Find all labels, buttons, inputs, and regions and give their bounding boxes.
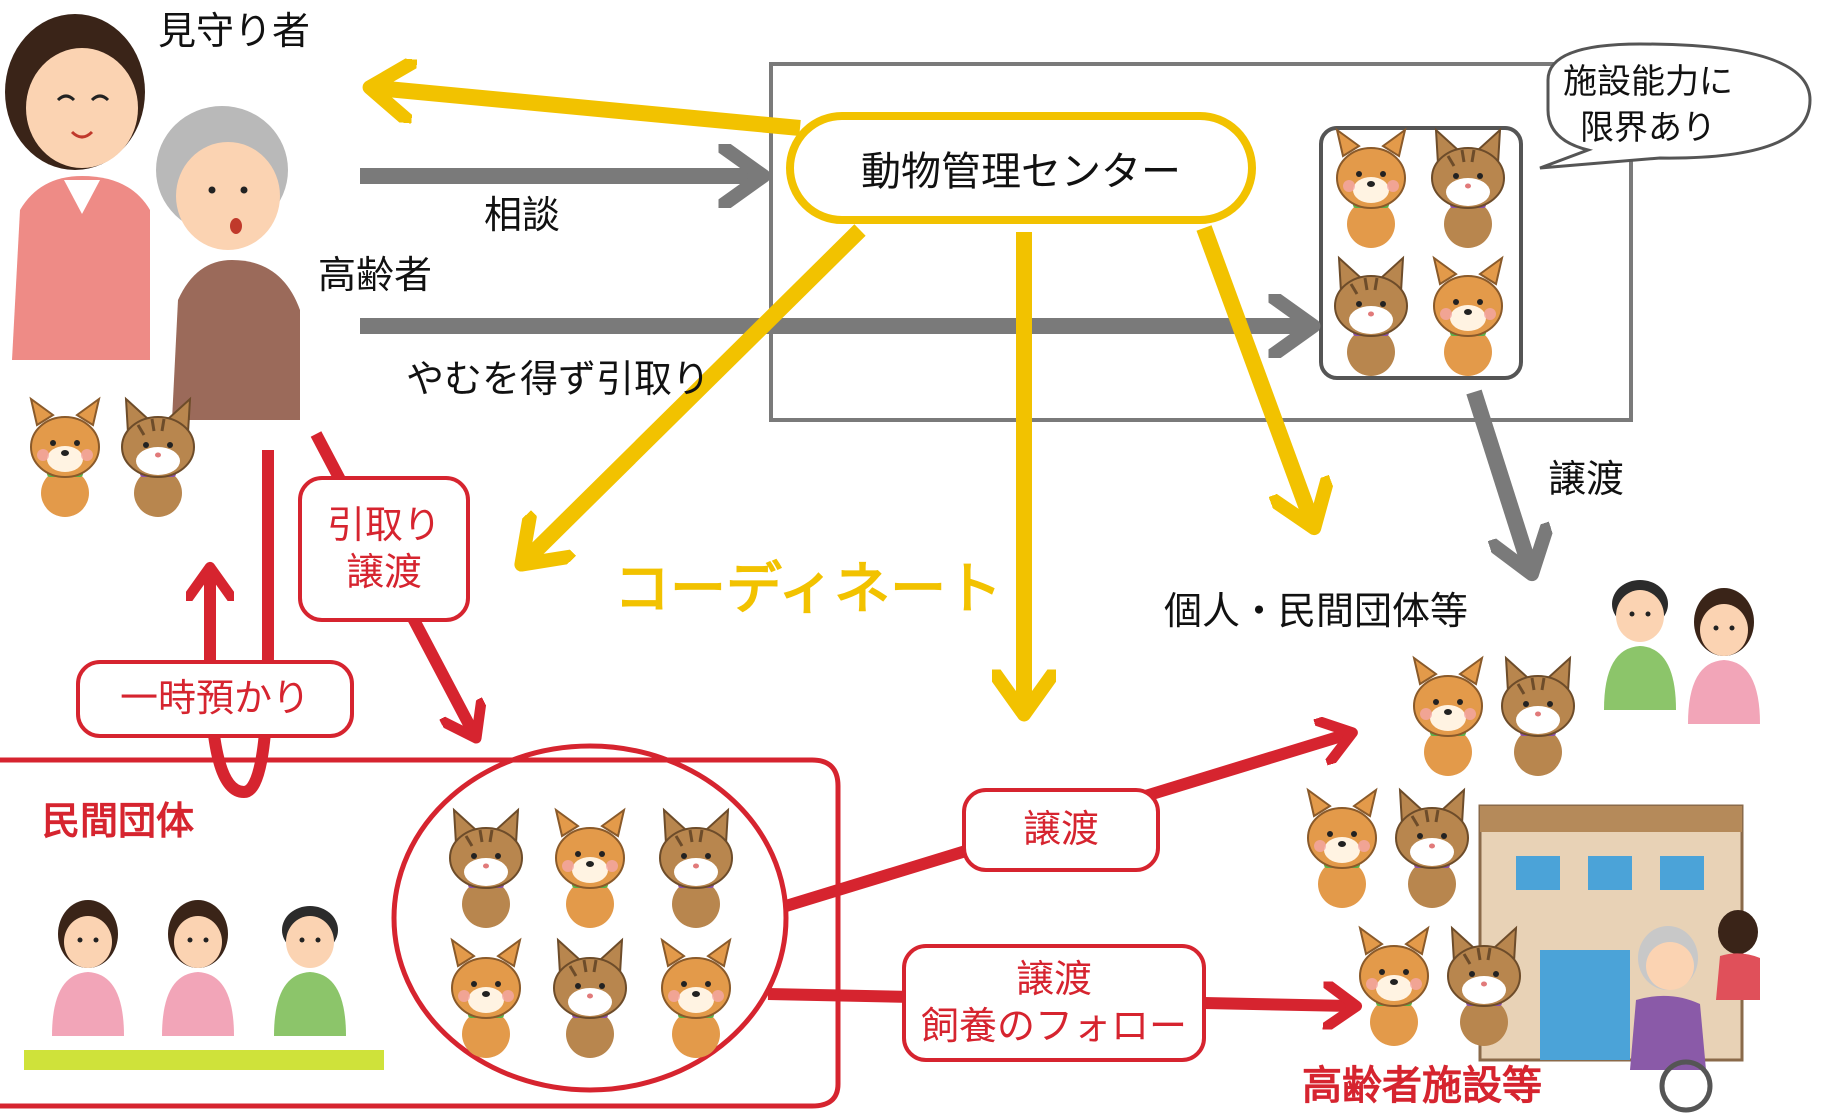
capacity-limit-line1: 施設能力に (1563, 62, 1733, 102)
facility-dog-icon (1359, 927, 1429, 1047)
coordinate-arrow-guardian (376, 88, 801, 136)
transfer-red-pill: 譲渡 (962, 788, 1160, 872)
coordinate-arrow-org (526, 224, 866, 560)
org-animals-circle (391, 743, 789, 1093)
takeover-line2: 譲渡 (345, 550, 422, 594)
org-cat-icon (658, 808, 734, 930)
coordinate-label: コーディネート (614, 557, 1003, 622)
transfer-follow-line2: 飼養のフォロー (920, 1004, 1187, 1048)
elderly-label: 高齢者 (318, 253, 433, 297)
takeover-transfer-pill: 引取り 譲渡 (298, 476, 470, 622)
capacity-limit-note: 施設能力に 限界あり (1548, 60, 1748, 152)
sad-dog-icon (30, 398, 100, 518)
temporary-care-arrow (210, 450, 274, 799)
org-dog-icon (661, 939, 731, 1059)
wheelchair-resident-illustration (1630, 910, 1760, 1113)
facility-building (1478, 804, 1744, 1062)
consult-label: 相談 (484, 193, 561, 237)
private-org-frame (0, 757, 841, 1109)
guardian-label: 見守り者 (158, 9, 311, 53)
transfer-follow-line1: 譲渡 (1015, 956, 1092, 1001)
facility-dog-icon (1307, 789, 1377, 909)
takeover-line1: 引取り (326, 502, 441, 547)
transfer-gray-arrow (1466, 389, 1530, 568)
elderly-illustration (156, 106, 300, 420)
org-member-icon (274, 906, 346, 1036)
unavoidable-takeover-label: やむを得ず引取り (406, 357, 711, 401)
private-org-label: 民間団体 (42, 799, 195, 843)
guardian-illustration (5, 14, 150, 360)
org-member-icon (162, 900, 234, 1036)
temporary-care-pill: 一時預かり (76, 660, 354, 738)
center-frame (769, 62, 1633, 422)
capacity-limit-line2: 限界あり (1580, 107, 1716, 148)
individuals-label: 個人・民間団体等 (1164, 589, 1469, 633)
org-dog-icon (555, 809, 625, 929)
org-member-icon (52, 900, 124, 1036)
transfer-gray-label: 譲渡 (1548, 457, 1625, 501)
facility-cat-icon (1394, 788, 1470, 910)
desk-bar (24, 1050, 384, 1070)
adopted-dog-icon (1413, 657, 1483, 777)
animal-management-center: 動物管理センター (786, 112, 1256, 224)
transfer-follow-pill: 譲渡 飼養のフォロー (902, 944, 1206, 1062)
coordinate-arrow-individuals (1196, 225, 1312, 522)
elderly-facility-label: 高齢者施設等 (1302, 1063, 1542, 1109)
adopted-cat-icon (1500, 656, 1576, 778)
adopter-icon (1604, 580, 1676, 710)
org-cat-icon (448, 808, 524, 930)
speech-bubble (1539, 42, 1812, 170)
adopter-icon (1688, 588, 1760, 724)
sad-cat-icon (120, 397, 196, 519)
org-dog-icon (451, 939, 521, 1059)
org-cat-icon (552, 938, 628, 1060)
